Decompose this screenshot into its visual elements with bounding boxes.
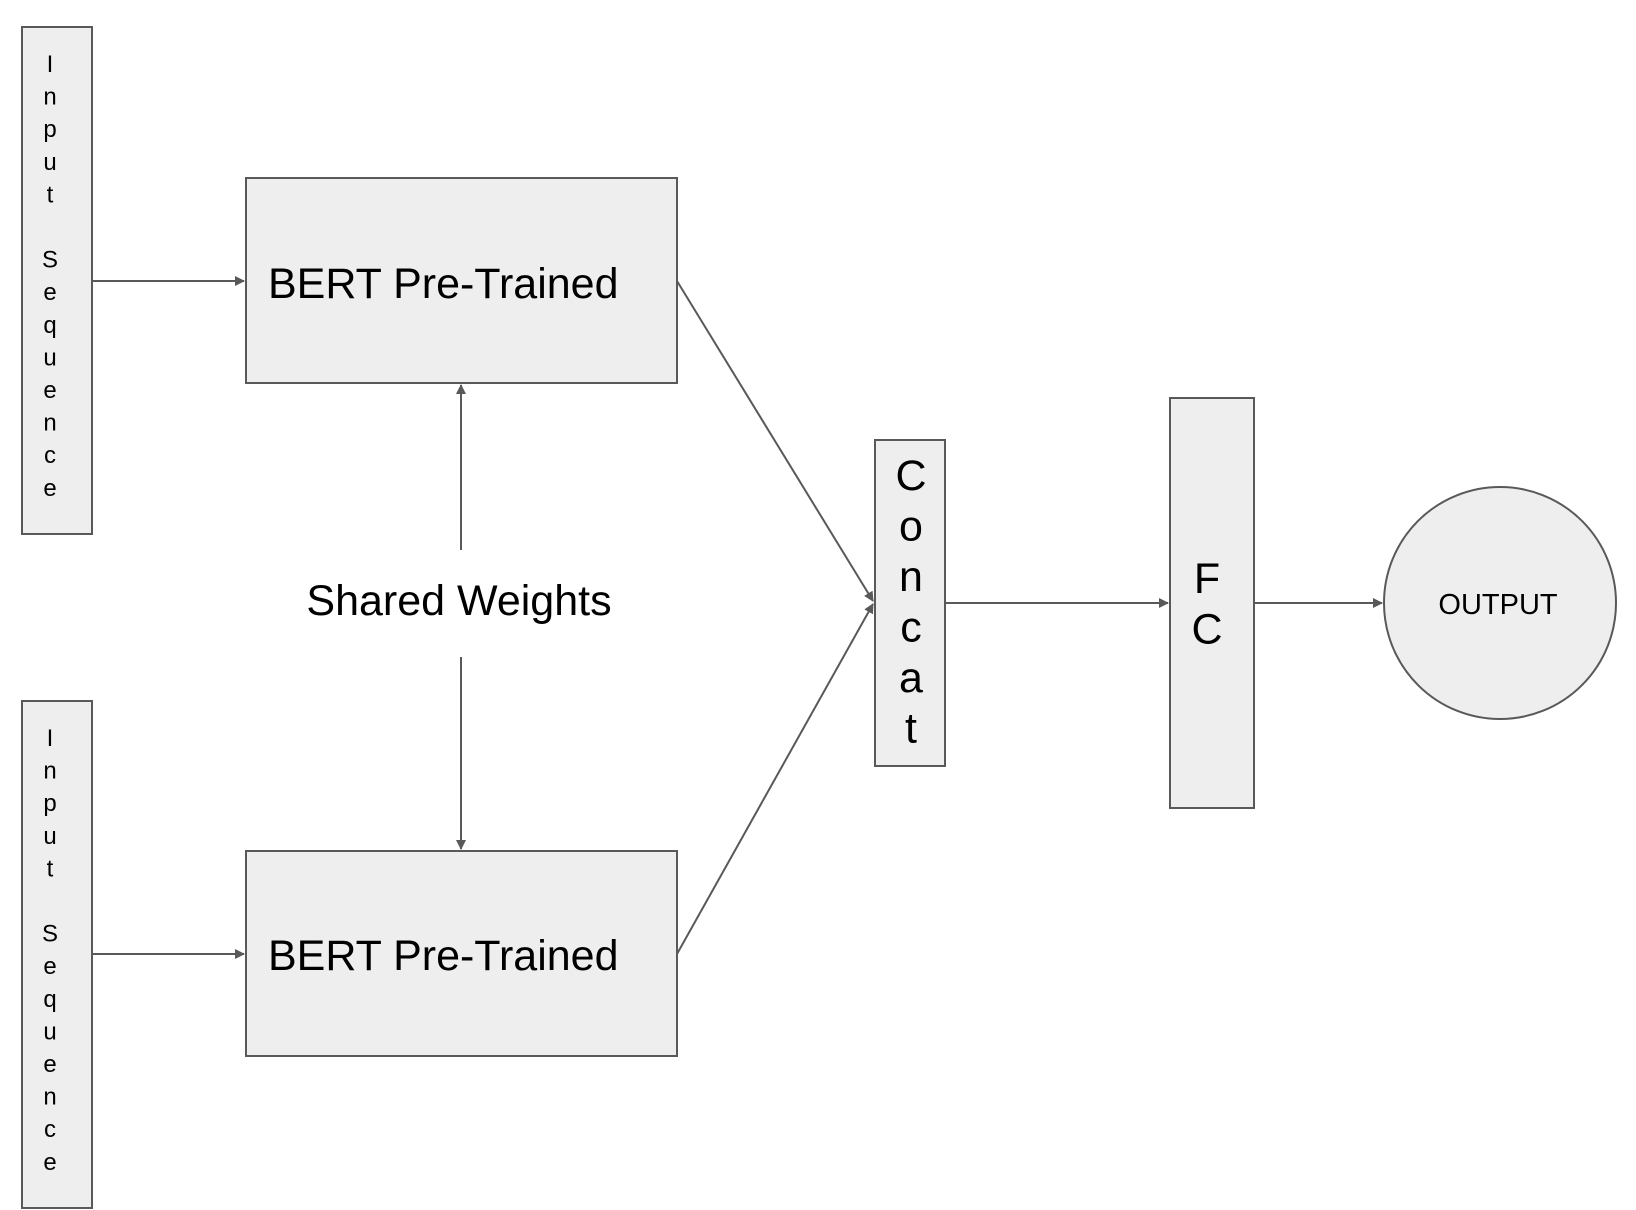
bert-pretrained-bottom-label: BERT Pre-Trained (268, 932, 619, 980)
output-label: OUTPUT (1438, 589, 1558, 621)
bert-pretrained-bottom-node: BERT Pre-Trained (245, 850, 678, 1057)
edge-bert-bottom-to-concat (676, 603, 874, 955)
bert-pretrained-top-node: BERT Pre-Trained (245, 177, 678, 384)
bert-pretrained-top-label: BERT Pre-Trained (268, 260, 619, 308)
shared-weights-label: Shared Weights (306, 577, 611, 625)
edge-bert-top-to-concat (676, 280, 874, 602)
output-node: OUTPUT (1383, 486, 1617, 720)
